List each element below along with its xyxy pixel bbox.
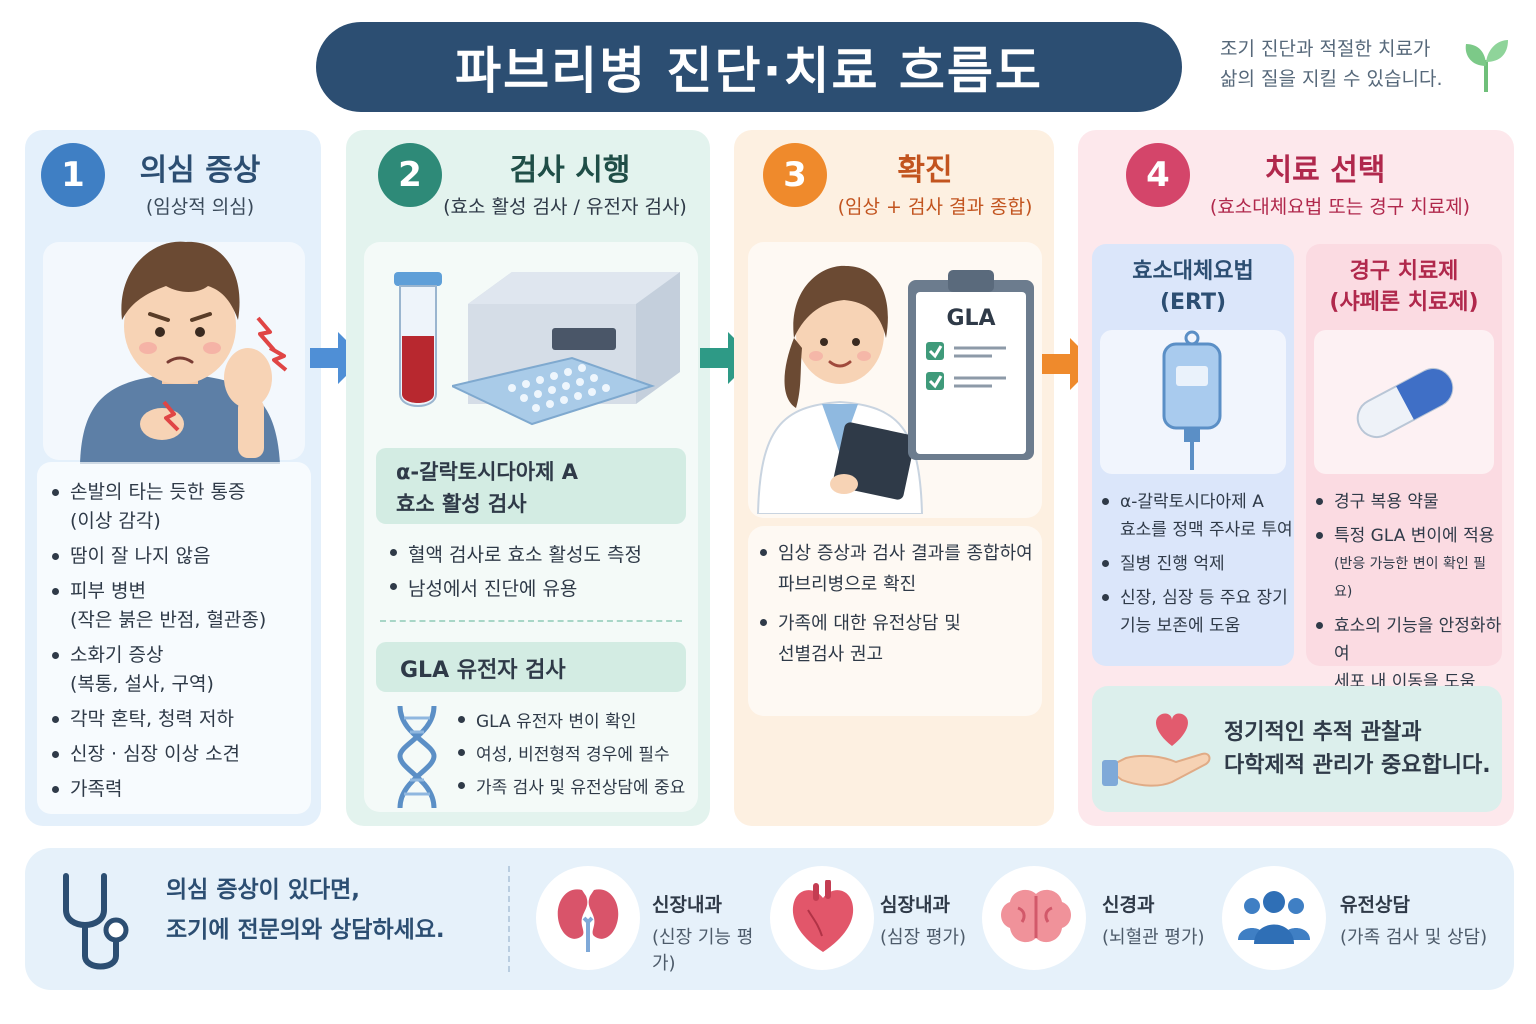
step-1-subtitle: (임상적 의심) [145, 196, 255, 218]
oral-title: 경구 치료제 (샤페론 치료제) [1329, 259, 1479, 315]
symptom-item: 각막 혼탁, 청력 저하 [50, 705, 308, 734]
doctor-illustration [756, 265, 924, 514]
dept-nephrology: 신장내과 (신장 기능 평가) [652, 894, 754, 974]
step-1-title: 의심 증상 [139, 153, 261, 188]
enzyme-test-title: α-갈락토시다아제 A 효소 활성 검사 [396, 460, 578, 516]
step-3-title: 확진 [897, 153, 953, 188]
step-4-title: 치료 선택 [1264, 153, 1386, 188]
ert-list: α-갈락토시다아제 A 효소를 정맥 주사로 투여 질병 진행 억제 신장, 심… [1100, 488, 1296, 640]
people-icon-circle [1222, 866, 1326, 970]
brain-icon [1001, 889, 1071, 943]
dept-neurology: 신경과 (뇌혈관 평가) [1102, 894, 1205, 948]
list-item: 가족 검사 및 유전상담에 중요 [456, 772, 696, 805]
symptom-item: 가족력 [50, 775, 308, 804]
step-3-subtitle: (임상 + 검사 결과 종합) [837, 196, 1033, 218]
symptom-item: 손발의 타는 듯한 통증 (이상 감각) [50, 478, 308, 536]
step-4-number: 4 [1126, 143, 1190, 207]
dept-genetic-counseling: 유전상담 (가족 검사 및 상담) [1340, 894, 1488, 948]
list-item: 남성에서 진단에 유용 [388, 572, 688, 606]
enzyme-test-header [376, 448, 686, 524]
symptom-item: 피부 병변 (작은 붉은 반점, 혈관종) [50, 577, 308, 635]
iv-bag-icon [1162, 330, 1222, 470]
slogan-line-2: 삶의 질을 지킬 수 있습니다. [1220, 68, 1443, 90]
slogan-line-1: 조기 진단과 적절한 치료가 [1220, 38, 1431, 60]
step-2-number: 2 [378, 143, 442, 207]
oral-list: 경구 복용 약물 특정 GLA 변이에 적용 (반응 가능한 변이 확인 필요)… [1314, 488, 1504, 696]
list-item: 혈액 검사로 효소 활성도 측정 [388, 538, 688, 572]
kidney-icon [557, 889, 619, 952]
symptom-item: 신장 · 심장 이상 소견 [50, 740, 308, 769]
referral-message: 의심 증상이 있다면, 조기에 전문의와 상담하세요. [166, 877, 445, 943]
confirm-list: 임상 증상과 검사 결과를 종합하여 파브리병으로 확진 가족에 대한 유전상담… [758, 538, 1042, 670]
list-item: 질병 진행 억제 [1100, 550, 1296, 578]
symptom-item: 소화기 증상 (복통, 설사, 구역) [50, 641, 308, 699]
patient-pain-illustration [80, 241, 288, 464]
kidney-icon-circle [536, 866, 640, 970]
list-item: GLA 유전자 변이 확인 [456, 706, 696, 739]
symptom-list-panel [37, 462, 311, 814]
step-4-subtitle: (효소대체요법 또는 경구 치료제) [1209, 196, 1471, 218]
list-item: α-갈락토시다아제 A 효소를 정맥 주사로 투여 [1100, 488, 1296, 544]
followup-text: 정기적인 추적 관찰과 다학제적 관리가 중요합니다. [1224, 720, 1491, 778]
list-item: 효소의 기능을 안정화하여 세포 내 이동을 도움 [1314, 612, 1504, 696]
clipboard-icon [908, 270, 1034, 460]
list-item: 경구 복용 약물 [1314, 488, 1504, 516]
gene-test-header [376, 642, 686, 692]
clipboard-label: GLA [946, 306, 996, 331]
dept-cardiology: 심장내과 (심장 평가) [880, 894, 967, 948]
dna-icon [397, 705, 437, 809]
capsule-icon [1356, 367, 1454, 439]
step-2-subtitle: (효소 활성 검사 / 유전자 검사) [443, 196, 687, 218]
list-item: 임상 증상과 검사 결과를 종합하여 파브리병으로 확진 [758, 538, 1042, 600]
sprout-icon [1465, 40, 1508, 92]
divider [380, 620, 682, 622]
slogan: 조기 진단과 적절한 치료가 삶의 질을 지킬 수 있습니다. [1220, 34, 1470, 94]
people-icon [1238, 891, 1310, 944]
divider [508, 866, 510, 972]
list-item: 여성, 비전형적 경우에 필수 [456, 739, 696, 772]
lab-analyzer-icon [452, 272, 680, 426]
step-3-number: 3 [763, 143, 827, 207]
page-title: 파브리병 진단·치료 흐름도 [316, 22, 1182, 112]
step-1-number: 1 [41, 143, 105, 207]
stethoscope-icon [63, 873, 129, 970]
heart-hand-icon [1102, 713, 1211, 787]
gene-test-title: GLA 유전자 검사 [400, 658, 566, 683]
list-item: 가족에 대한 유전상담 및 선별검사 권고 [758, 608, 1042, 670]
enzyme-test-list: 혈액 검사로 효소 활성도 측정 남성에서 진단에 유용 [388, 538, 688, 606]
list-item: 특정 GLA 변이에 적용 (반응 가능한 변이 확인 필요) [1314, 522, 1504, 606]
followup-card [1092, 686, 1502, 812]
list-item: 신장, 심장 등 주요 장기 기능 보존에 도움 [1100, 584, 1296, 640]
symptom-item: 땀이 잘 나지 않음 [50, 542, 308, 571]
step-2-title: 검사 시행 [509, 153, 631, 188]
ert-title: 효소대체요법 (ERT) [1132, 259, 1254, 315]
symptom-list: 손발의 타는 듯한 통증 (이상 감각) 땀이 잘 나지 않음 피부 병변 (작… [50, 478, 308, 804]
gene-test-list: GLA 유전자 변이 확인 여성, 비전형적 경우에 필수 가족 검사 및 유전… [456, 706, 696, 805]
blood-tube-icon [394, 272, 442, 407]
confirm-text-panel [748, 526, 1042, 716]
heart-icon [792, 880, 854, 952]
